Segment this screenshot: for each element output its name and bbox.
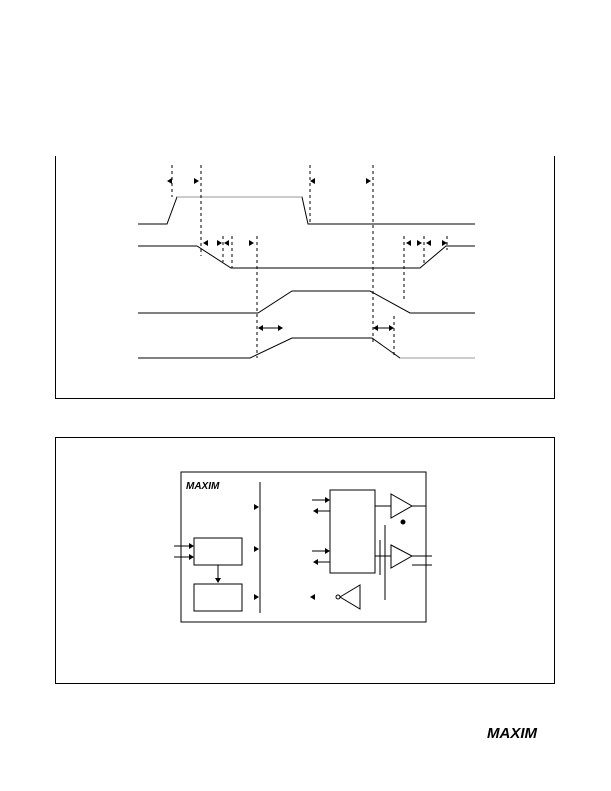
- waveform-4: [138, 337, 475, 359]
- timing-diagram-frame: [55, 156, 555, 399]
- left-block-lower: [193, 583, 243, 612]
- buffer-lower: [390, 544, 414, 569]
- dashed-reference-lines: [171, 165, 448, 358]
- interface-block: [329, 489, 376, 574]
- block-diagram-frame: [55, 437, 555, 684]
- buffer-upper: [390, 493, 414, 519]
- left-block-upper: [193, 537, 243, 566]
- timing-diagram: [138, 165, 475, 359]
- chip-logo: MAXIM: [186, 481, 220, 492]
- chip-outline: [180, 471, 427, 623]
- waveform-1: [138, 196, 475, 225]
- timing-arrows-row-2: [203, 240, 447, 246]
- waveform-2: [138, 245, 475, 269]
- waveform-3: [138, 290, 475, 314]
- double-arrows: [258, 325, 394, 331]
- timing-arrows-row-1: [167, 178, 371, 184]
- inverter: [339, 584, 361, 610]
- footer-logo: MAXIM: [487, 725, 538, 742]
- block-diagram: [174, 471, 432, 623]
